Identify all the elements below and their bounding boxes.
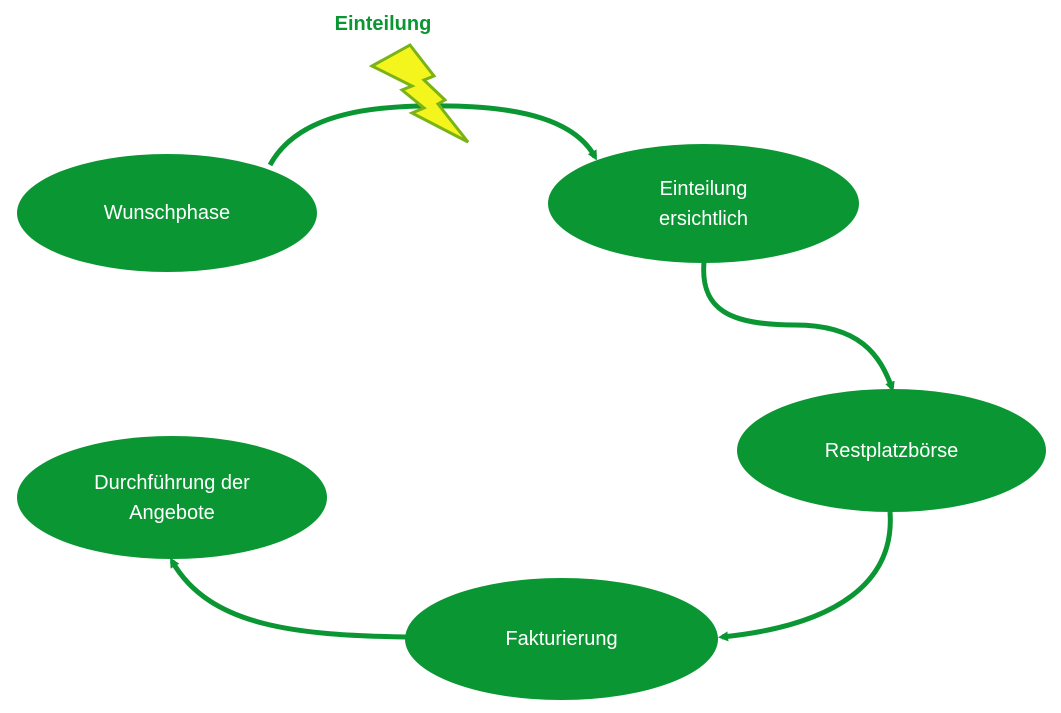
arrow-fakturierung-to-durchfuehrung (169, 557, 407, 640)
node-einteilung-ersichtlich-label: Einteilung ersichtlich (659, 177, 748, 230)
node-wunschphase-label: Wunschphase (103, 202, 231, 224)
node-wunschphase: Wunschphase (17, 154, 317, 272)
node-restplatzboerse-label: Restplatzbörse (824, 439, 959, 462)
node-durchfuehrung-der-angebote: Durchführung der Angebote (17, 436, 327, 559)
arrow-restplatzboerse-to-fakturierung (718, 511, 893, 642)
einteilung-event-label: Einteilung (334, 13, 432, 35)
node-fakturierung: Fakturierung (405, 578, 718, 700)
node-einteilung-ersichtlich: Einteilung ersichtlich (548, 144, 859, 263)
node-fakturierung-label: Fakturierung (505, 628, 618, 650)
arrow-wunschphase-to-einteilung (267, 103, 598, 167)
lightning-bolt-icon (368, 43, 470, 144)
node-durchfuehrung-label: Durchführung der Angebote (94, 471, 250, 524)
node-restplatzboerse: Restplatzbörse (737, 389, 1046, 512)
arrow-einteilung-to-restplatzboerse (701, 261, 895, 392)
